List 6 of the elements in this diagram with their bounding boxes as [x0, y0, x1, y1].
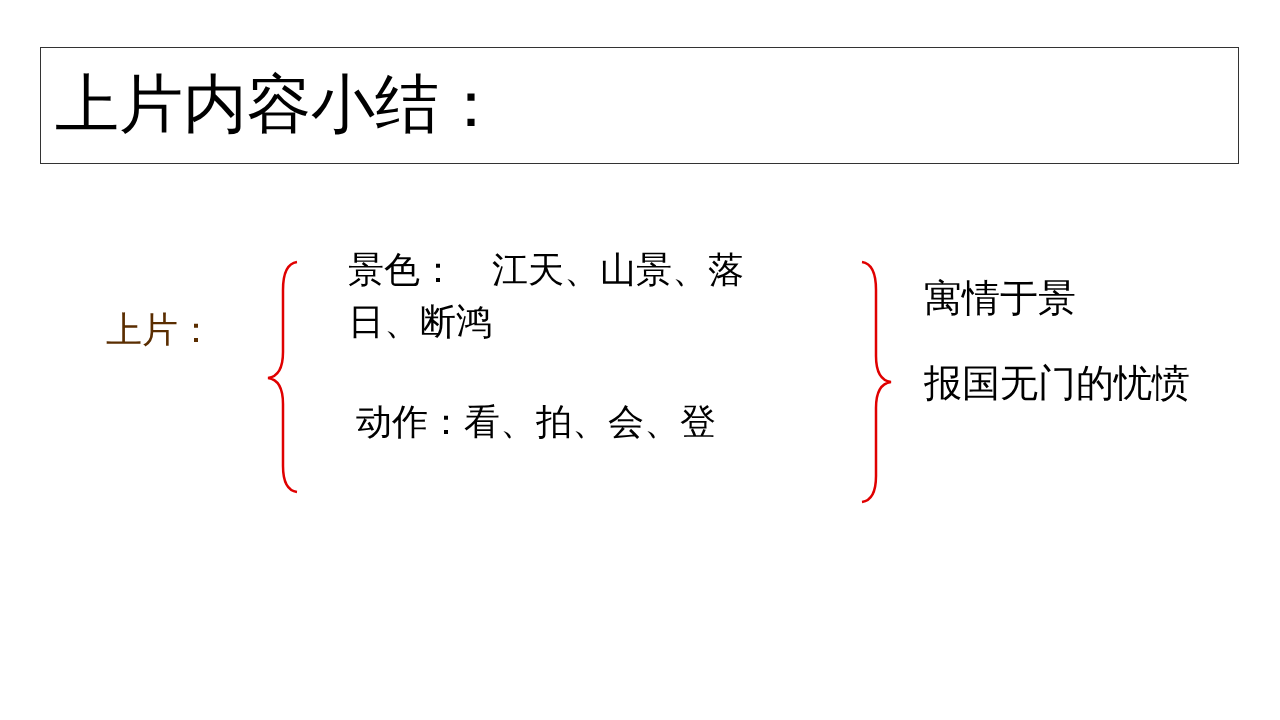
section-label: 上片： — [106, 308, 214, 352]
emotion-text: 报国无门的忧愤 — [924, 360, 1190, 407]
action-text: 动作：看、拍、会、登 — [356, 400, 716, 444]
theme-text: 寓情于景 — [924, 275, 1076, 322]
title: 上片内容小结： — [55, 66, 503, 142]
scenery-text: 景色： 江天、山景、落日、断鸿 — [348, 248, 745, 344]
